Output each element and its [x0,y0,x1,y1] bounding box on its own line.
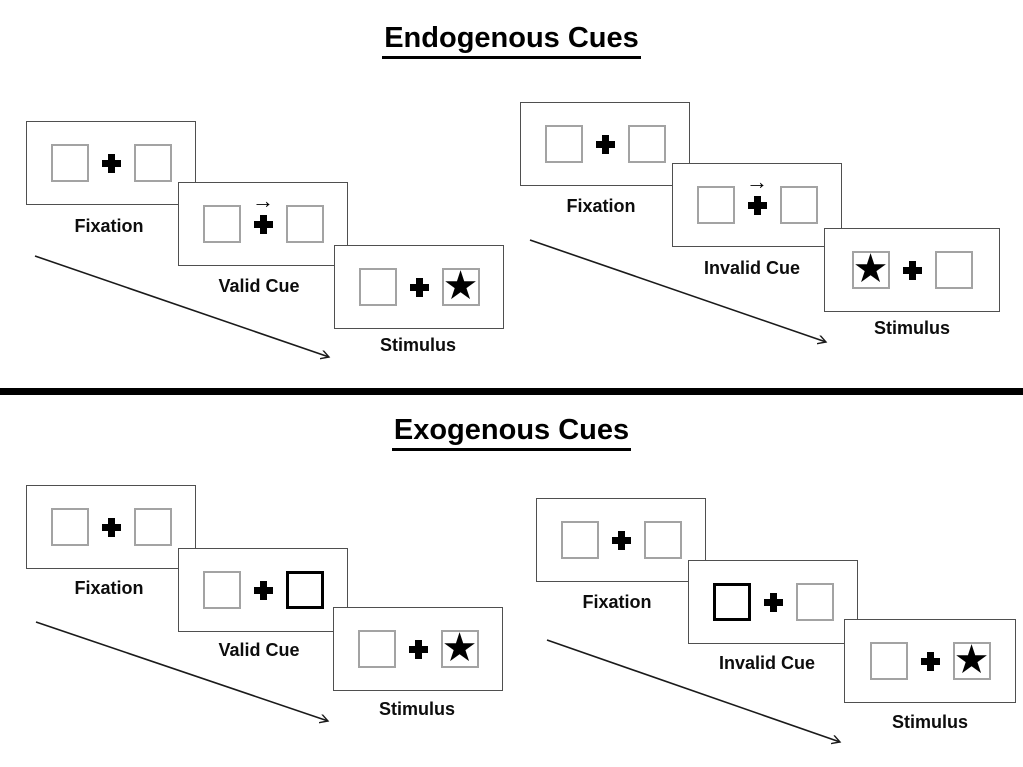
left-box [50,508,89,546]
endogenous-invalid-cue-panel: → [672,163,842,247]
right-arrow-cue-icon: → [746,168,768,194]
left-box-bold-cue [712,583,751,621]
right-box-bold-cue [285,571,324,609]
section-divider [0,388,1023,395]
exogenous-valid-cue-panel [178,548,348,632]
exogenous-valid-timeline-arrow [35,621,328,721]
left-box [357,630,396,668]
fixation-label: Fixation [582,592,652,612]
endogenous-valid-timeline-arrow [34,255,329,357]
star-stimulus-icon: ★ [953,637,990,682]
left-box [696,186,735,224]
left-box [202,571,241,609]
star-stimulus-icon: ★ [442,263,479,308]
valid-cue-label: Valid Cue [218,640,300,660]
stimulus-label: Stimulus [891,712,968,732]
left-box [869,642,908,680]
right-arrow-cue-icon: → [252,187,274,213]
right-box [627,125,666,163]
right-box: ★ [441,263,480,308]
right-box [133,144,172,182]
fixation-cross-icon [101,153,121,173]
exogenous-valid-fixation-panel [26,485,196,569]
right-box [934,251,973,289]
endogenous-valid-stimulus-panel: ★ [334,245,504,329]
endogenous-invalid-stimulus-panel: ★ [824,228,1000,312]
valid-cue-label: Valid Cue [218,276,300,296]
right-box: ★ [440,625,479,670]
right-box [795,583,834,621]
star-stimulus-icon: ★ [852,246,889,291]
fixation-cross-icon [101,517,121,537]
fixation-cross-icon [409,277,429,297]
fixation-label: Fixation [74,578,144,598]
fixation-cross-icon [902,260,922,280]
right-box [133,508,172,546]
fixation-label: Fixation [566,196,636,216]
exogenous-invalid-stimulus-panel: ★ [844,619,1016,703]
invalid-cue-label: Invalid Cue [703,258,801,278]
invalid-cue-label: Invalid Cue [718,653,816,673]
endogenous-invalid-fixation-panel [520,102,690,186]
fixation-cross-icon [611,530,631,550]
fixation-cross-icon [253,580,273,600]
stimulus-label: Stimulus [378,699,455,719]
fixation-cross-icon [595,134,615,154]
endogenous-section-title: Endogenous Cues [0,22,1023,59]
exogenous-invalid-cue-panel [688,560,858,644]
fixation-cross-icon [747,195,767,215]
star-stimulus-icon: ★ [441,625,478,670]
left-box [50,144,89,182]
fixation-cross-icon [253,214,273,234]
right-box [779,186,818,224]
left-box: ★ [851,246,890,291]
left-box [560,521,599,559]
endogenous-valid-cue-panel: → [178,182,348,266]
right-box: ★ [952,637,991,682]
left-box [544,125,583,163]
fixation-cross-icon [920,651,940,671]
right-box [285,205,324,243]
fixation-cross-icon [763,592,783,612]
stimulus-label: Stimulus [379,335,456,355]
left-box [358,268,397,306]
fixation-cross-icon [408,639,428,659]
endogenous-invalid-timeline-arrow [529,239,826,342]
exogenous-section-title: Exogenous Cues [0,414,1023,451]
fixation-label: Fixation [74,216,144,236]
right-box [643,521,682,559]
left-box [202,205,241,243]
exogenous-invalid-fixation-panel [536,498,706,582]
exogenous-valid-stimulus-panel: ★ [333,607,503,691]
stimulus-label: Stimulus [873,318,950,338]
endogenous-valid-fixation-panel [26,121,196,205]
